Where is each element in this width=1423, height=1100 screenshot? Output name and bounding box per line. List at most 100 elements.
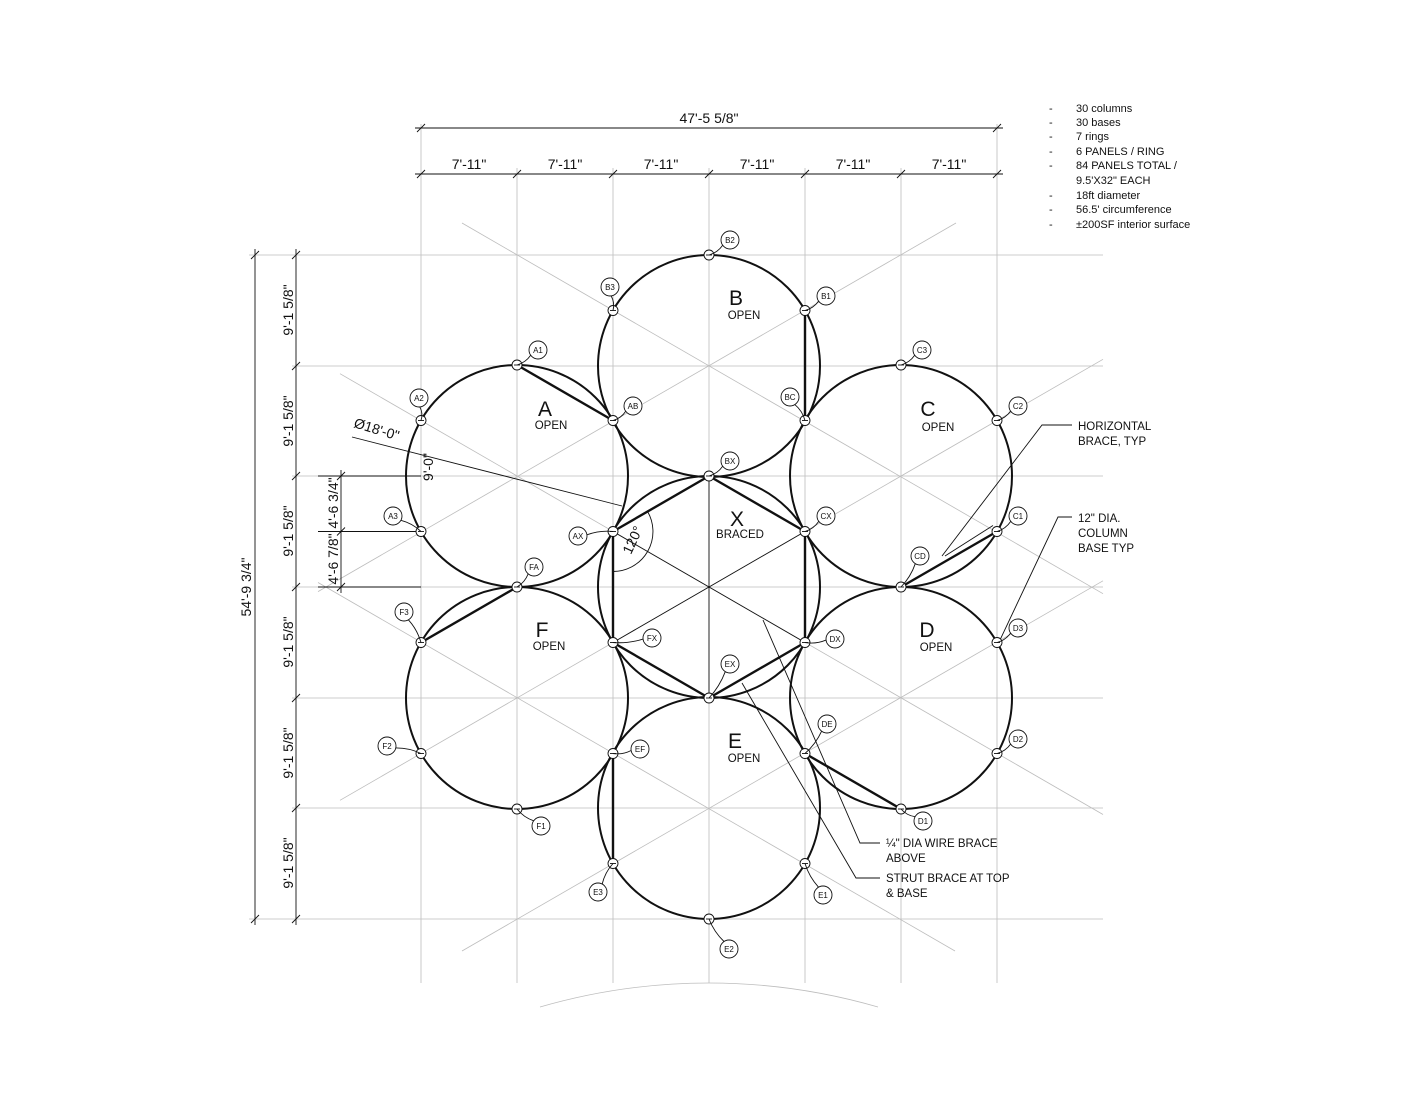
radius-dimension: 9'-0": [420, 453, 436, 481]
column-tag-label: A3: [388, 512, 398, 521]
bay-width-dimension: 7'-11": [932, 156, 967, 172]
column-tag: [816, 506, 836, 526]
column-tag-label: AX: [573, 532, 584, 541]
column-tag: [623, 396, 643, 416]
column-tag: [377, 736, 397, 756]
column-tag-leader: [996, 743, 1011, 754]
overall-height-dimension: 54'-9 3/4": [238, 557, 254, 616]
wire-brace: [612, 586, 710, 643]
dimension-tick: [992, 169, 1002, 179]
dimension-tick: [704, 169, 714, 179]
bay-height-dimension: 9'-1 5/8": [280, 727, 296, 778]
dimension-tick: [992, 123, 1002, 133]
ring-d-status: OPEN: [920, 642, 953, 654]
column-tag-leader: [586, 530, 614, 536]
column-tag-leader: [794, 404, 806, 421]
column-tag-leader: [395, 747, 422, 754]
bay-width-dimension: 7'-11": [644, 156, 679, 172]
column-base-callout: COLUMN: [1078, 528, 1128, 540]
column-tag: [383, 506, 403, 526]
half-bay-upper-dimension: 4'-6 3/4": [325, 477, 341, 528]
column-base-callout: BASE TYP: [1078, 543, 1134, 555]
wire-brace-leader: [762, 619, 880, 844]
ring-x-status: BRACED: [716, 529, 764, 541]
bay-width-dimension: 7'-11": [740, 156, 775, 172]
dimension-tick: [336, 471, 346, 481]
column-tag-leader: [601, 863, 614, 885]
column-tag-label: FA: [529, 563, 539, 572]
ring-e-status: OPEN: [728, 753, 761, 765]
column-tag: [720, 451, 740, 471]
column-tag-leader: [708, 671, 726, 699]
grid-line-diagonal: [317, 582, 956, 952]
column-tag: [531, 816, 551, 836]
column-tag-label: CD: [914, 552, 926, 561]
dimension-tick: [250, 250, 260, 260]
column-tag-label: E1: [818, 891, 828, 900]
strut-brace: [612, 641, 710, 700]
dimension-tick: [800, 169, 810, 179]
column-tag: [912, 340, 932, 360]
column-tag-label: C1: [1013, 512, 1024, 521]
column-tag-label: C2: [1013, 402, 1024, 411]
ring-x-letter: X: [730, 508, 744, 531]
column-tag: [720, 654, 740, 674]
column-tag: [780, 387, 800, 407]
note-text: 18ft diameter: [1076, 190, 1141, 202]
dimension-tick: [291, 914, 301, 924]
column-tag-leader: [900, 563, 916, 588]
ring-c-status: OPEN: [922, 422, 955, 434]
bay-height-dimension: 9'-1 5/8": [280, 395, 296, 446]
column-tag-label: F1: [536, 822, 546, 831]
column-tag: [910, 546, 930, 566]
dimension-tick: [291, 471, 301, 481]
column-tag-label: B3: [605, 283, 615, 292]
wire-brace: [708, 586, 806, 643]
column-tag-label: B1: [821, 292, 831, 301]
ring-f-status: OPEN: [533, 641, 566, 653]
column-tag: [913, 811, 933, 831]
half-bay-lower-dimension: 4'-6 7/8": [325, 533, 341, 584]
note-text: 84 PANELS TOTAL /: [1076, 160, 1178, 172]
bay-height-dimension: 9'-1 5/8": [280, 837, 296, 888]
column-tag-leader: [708, 918, 725, 942]
strut-brace: [708, 474, 806, 533]
column-tag-leader: [708, 465, 724, 477]
bay-width-dimension: 7'-11": [836, 156, 871, 172]
note-dash: -: [1049, 219, 1053, 231]
column-tag-label: E3: [593, 888, 603, 897]
column-tag: [528, 340, 548, 360]
column-tag-label: DE: [821, 720, 832, 729]
bay-width-dimension: 7'-11": [548, 156, 583, 172]
column-tag-leader: [612, 638, 644, 644]
general-notes: - 30 columns - 30 bases - 7 rings - 6 PA…: [1049, 103, 1190, 231]
note-dash: -: [1049, 131, 1053, 143]
column-tag: [719, 939, 739, 959]
horizontal-brace: [516, 363, 614, 422]
ring-a-letter: A: [538, 398, 552, 421]
strut-brace: [612, 474, 710, 533]
note-text: 56.5' circumference: [1076, 204, 1172, 216]
column-tag-label: D2: [1013, 735, 1024, 744]
column-tag: [630, 739, 650, 759]
ring-d-letter: D: [919, 619, 934, 642]
wire-brace-callout: ABOVE: [886, 853, 926, 865]
column-tag-label: D3: [1013, 624, 1024, 633]
column-tag-label: D1: [918, 817, 929, 826]
note-text: 30 bases: [1076, 117, 1121, 129]
column-base-leader: [999, 516, 1072, 641]
column-tag: [825, 629, 845, 649]
reference-arc: [539, 982, 879, 1008]
ring-b-status: OPEN: [728, 310, 761, 322]
column-tag: [816, 286, 836, 306]
bay-width-dimension: 7'-11": [452, 156, 487, 172]
horizontal-brace: [944, 525, 994, 557]
ring-f-letter: F: [536, 619, 549, 642]
note-text: 9.5'X32" EACH: [1076, 175, 1151, 187]
grid-line-diagonal: [461, 580, 1104, 952]
column-tag-leader: [996, 632, 1011, 643]
column-tag: [817, 714, 837, 734]
ring-b-letter: B: [729, 287, 743, 310]
column-base-callout: 12" DIA.: [1078, 513, 1120, 525]
